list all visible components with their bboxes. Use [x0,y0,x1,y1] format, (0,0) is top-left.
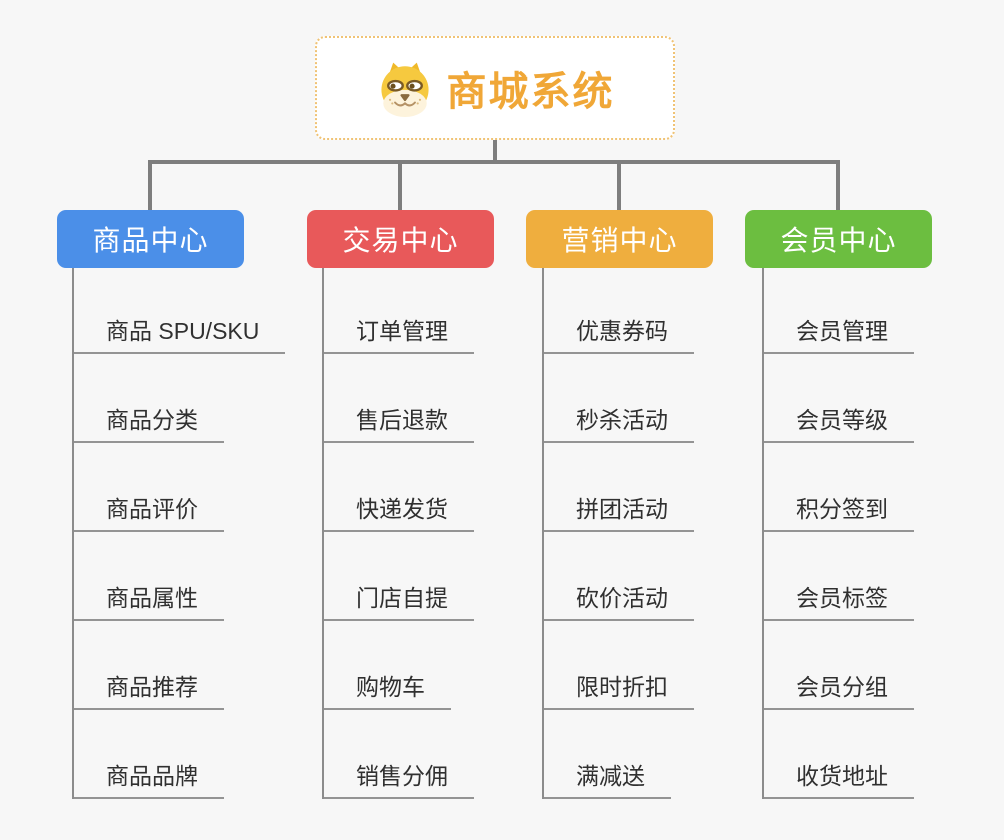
leaf-node[interactable]: 购物车 [322,621,474,710]
leaf-node[interactable]: 会员等级 [762,354,914,443]
leaf-node[interactable]: 售后退款 [322,354,474,443]
branch-header-member-center[interactable]: 会员中心 [745,210,932,268]
leaf-node[interactable]: 商品 SPU/SKU [72,268,286,354]
connector-drop-member [836,160,840,210]
leaf-node[interactable]: 门店自提 [322,532,474,621]
root-title: 商城系统 [446,70,615,114]
leaf-node[interactable]: 限时折扣 [542,621,694,710]
leaf-node[interactable]: 砍价活动 [542,532,694,621]
leaf-node[interactable]: 商品分类 [72,354,285,443]
leaf-node[interactable]: 商品属性 [72,532,285,621]
leaf-node[interactable]: 快递发货 [322,443,474,532]
branch-header-marketing-center[interactable]: 营销中心 [526,210,713,268]
branch-header-product-center[interactable]: 商品中心 [57,210,244,268]
leaf-node[interactable]: 商品评价 [72,443,285,532]
leaf-node[interactable]: 会员分组 [762,621,914,710]
connector-drop-product [148,160,152,210]
leaf-node[interactable]: 商品推荐 [72,621,285,710]
leaf-node[interactable]: 商品品牌 [72,710,285,799]
branch-member-children: 会员管理 会员等级 积分签到 会员标签 会员分组 收货地址 [762,268,914,799]
leaf-node[interactable]: 满减送 [542,710,694,799]
leaf-node[interactable]: 会员管理 [762,268,914,354]
leaf-node[interactable]: 收货地址 [762,710,914,799]
leaf-node[interactable]: 拼团活动 [542,443,694,532]
branch-trade-children: 订单管理 售后退款 快递发货 门店自提 购物车 销售分佣 [322,268,474,799]
branch-header-trade-center[interactable]: 交易中心 [307,210,494,268]
leaf-node[interactable]: 秒杀活动 [542,354,694,443]
connector-drop-marketing [617,160,621,210]
connector-horizontal [148,160,840,164]
connector-drop-trade [398,160,402,210]
doge-face-icon [376,59,434,117]
leaf-node[interactable]: 销售分佣 [322,710,474,799]
leaf-node[interactable]: 会员标签 [762,532,914,621]
root-node[interactable]: 商城系统 [315,36,675,140]
branch-marketing-children: 优惠券码 秒杀活动 拼团活动 砍价活动 限时折扣 满减送 [542,268,694,799]
leaf-node[interactable]: 积分签到 [762,443,914,532]
branch-product-children: 商品 SPU/SKU 商品分类 商品评价 商品属性 商品推荐 商品品牌 [72,268,286,799]
connector-root-drop [493,140,497,164]
leaf-node[interactable]: 优惠券码 [542,268,694,354]
leaf-node[interactable]: 订单管理 [322,268,474,354]
